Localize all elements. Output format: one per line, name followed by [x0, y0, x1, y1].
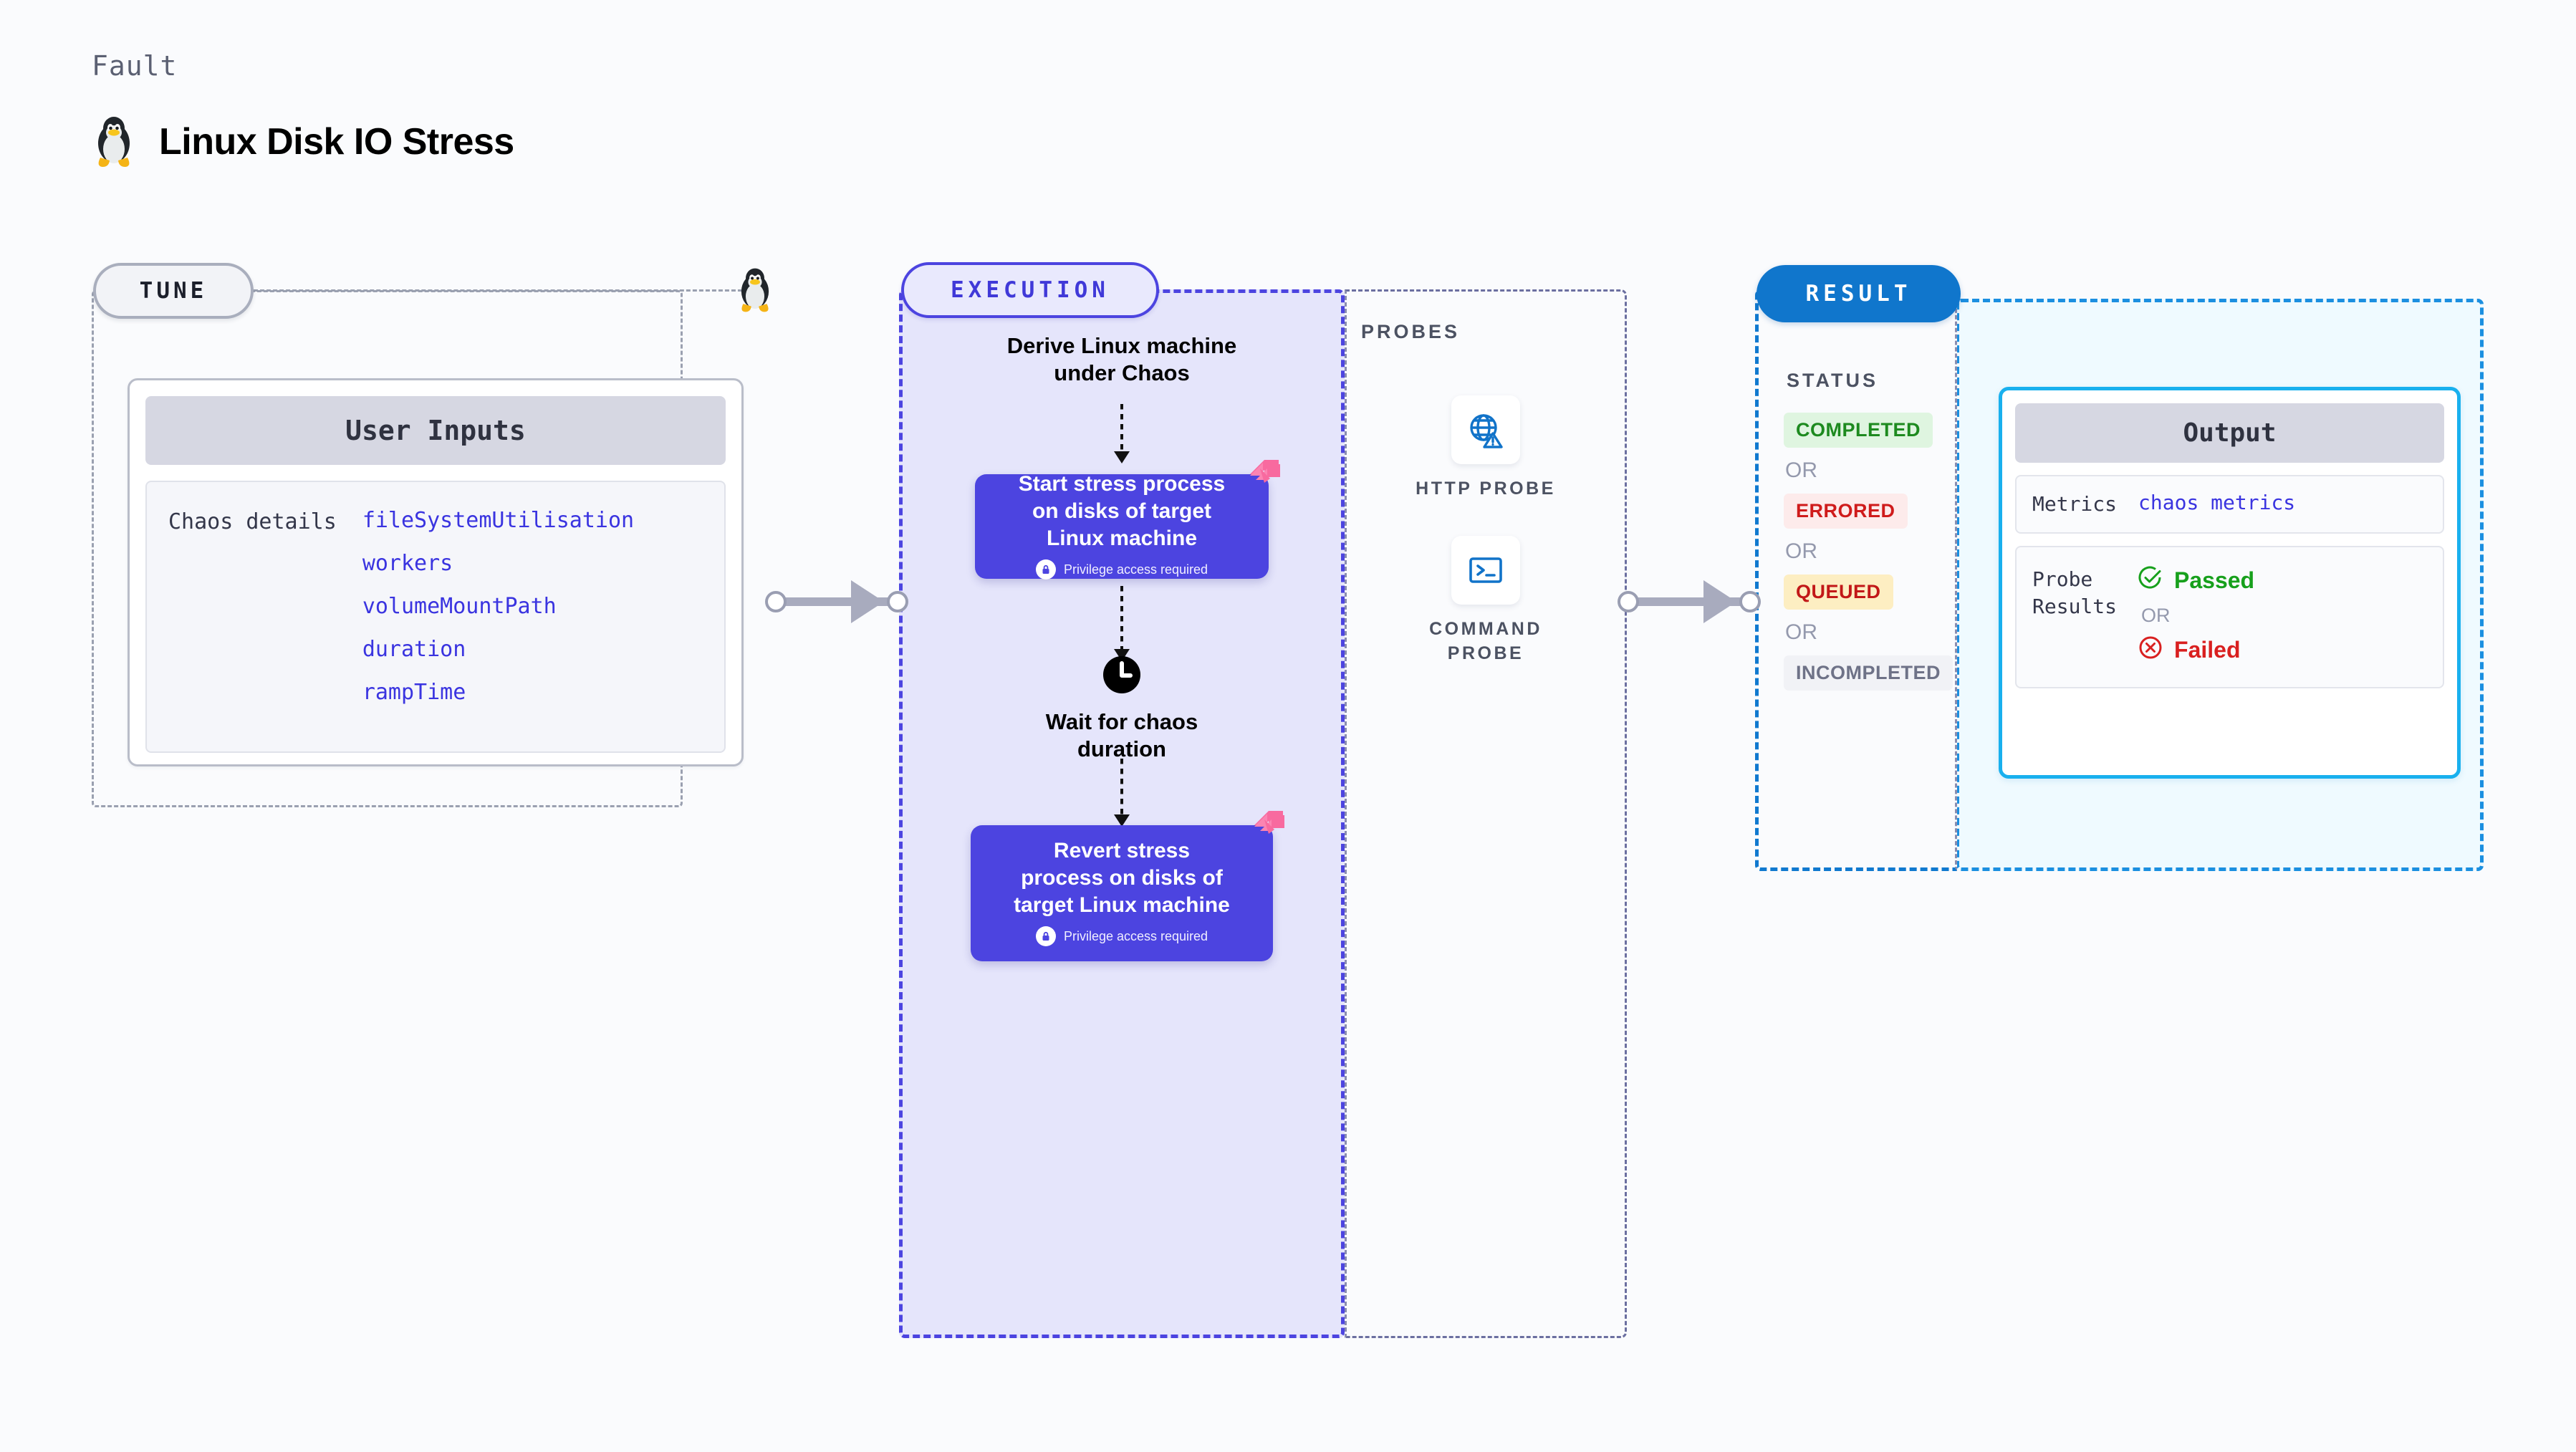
status-list: COMPLETED OR ERRORED OR QUEUED OR INCOMP… [1784, 413, 1963, 691]
privilege-note: Privilege access required [1035, 926, 1208, 947]
probes-label: PROBES [1361, 321, 1461, 342]
flow-arrow [1114, 586, 1130, 661]
or-label: OR [2141, 604, 2171, 626]
wait-step: Wait for chaos duration [899, 655, 1345, 763]
privilege-note-text: Privilege access required [1063, 928, 1208, 943]
lock-icon [1035, 926, 1056, 947]
user-inputs-card: User Inputs Chaos details fileSystemUtil… [128, 378, 744, 766]
probes-panel [1345, 289, 1627, 1338]
wait-step-label: Wait for chaos duration [1045, 709, 1198, 761]
litmus-ribbon-icon [1246, 458, 1284, 501]
globe-warning-icon [1451, 395, 1520, 464]
tux-penguin-icon [736, 266, 774, 317]
or-label: OR [1785, 620, 1817, 644]
privilege-note-text: Privilege access required [1063, 562, 1208, 577]
probe-results-values: Passed OR Failed [2138, 566, 2254, 665]
tune-pill[interactable]: TUNE [93, 263, 254, 319]
tux-penguin-icon [92, 115, 136, 169]
or-label: OR [1785, 458, 1817, 482]
output-card: Output Metrics chaos metrics Probe Resul… [1999, 387, 2461, 779]
status-badge-completed: COMPLETED [1784, 413, 1933, 448]
probe-http-label: HTTP PROBE [1416, 479, 1556, 499]
list-item[interactable]: duration [362, 637, 466, 662]
privilege-note: Privilege access required [1035, 559, 1208, 580]
derive-step-label: Derive Linux machine under Chaos [1006, 333, 1237, 385]
probe-result-failed-label: Failed [2174, 637, 2241, 663]
chaos-details-row: Chaos details fileSystemUtilisation work… [145, 481, 726, 753]
probe-result-passed-label: Passed [2174, 567, 2255, 594]
user-inputs-title: User Inputs [145, 396, 726, 465]
start-stress-step-card[interactable]: Start stress process on disks of target … [975, 460, 1280, 580]
status-label: STATUS [1787, 370, 1878, 391]
status-badge-incompleted: INCOMPLETED [1784, 655, 1953, 691]
probe-command[interactable]: COMMAND PROBE [1345, 536, 1627, 666]
metrics-value[interactable]: chaos metrics [2138, 491, 2296, 514]
probe-result-failed: Failed [2138, 635, 2254, 665]
execution-flow: Derive Linux machine under Chaos Start s… [899, 289, 1345, 1338]
clock-icon [1102, 655, 1142, 698]
flow-arrow [1114, 759, 1130, 827]
execution-pill[interactable]: EXECUTION [901, 262, 1159, 318]
list-item[interactable]: rampTime [362, 680, 466, 705]
flow-arrow [1114, 404, 1130, 463]
start-stress-step-text: Start stress process on disks of target … [1018, 471, 1226, 551]
lock-icon [1035, 559, 1056, 580]
list-item[interactable]: volumeMountPath [362, 594, 557, 619]
metrics-key: Metrics [2032, 492, 2118, 516]
status-badge-queued: QUEUED [1784, 574, 1893, 610]
probe-result-passed: Passed [2138, 566, 2254, 596]
probe-command-label: COMMAND PROBE [1429, 619, 1542, 663]
result-pill[interactable]: RESULT [1756, 265, 1961, 322]
page-kicker: Fault [92, 50, 178, 82]
check-circle-icon [2138, 566, 2163, 596]
revert-stress-step-text: Revert stress process on disks of target… [1014, 838, 1230, 918]
chaos-details-values: fileSystemUtilisation workers volumeMoun… [362, 508, 634, 737]
page-title-row: Linux Disk IO Stress [92, 115, 514, 169]
metrics-row: Metrics chaos metrics [2015, 475, 2444, 534]
list-item[interactable]: workers [362, 551, 453, 576]
tune-top-dash [254, 289, 755, 292]
probe-results-key: Probe Results [2032, 567, 2118, 618]
page-title: Linux Disk IO Stress [159, 121, 514, 163]
status-badge-errored: ERRORED [1784, 494, 1908, 529]
probe-results-row: Probe Results Passed OR [2015, 545, 2444, 688]
chaos-details-key: Chaos details [168, 509, 337, 534]
probe-http[interactable]: HTTP PROBE [1345, 395, 1627, 501]
terminal-icon [1451, 536, 1520, 605]
x-circle-icon [2138, 635, 2163, 665]
litmus-ribbon-icon [1250, 809, 1289, 852]
list-item[interactable]: fileSystemUtilisation [362, 508, 635, 533]
output-title: Output [2015, 403, 2444, 463]
or-label: OR [1785, 539, 1817, 563]
connector-tune-to-execution [765, 580, 908, 623]
connector-execution-to-result [1618, 580, 1761, 623]
revert-stress-step-card[interactable]: Revert stress process on disks of target… [971, 811, 1284, 961]
